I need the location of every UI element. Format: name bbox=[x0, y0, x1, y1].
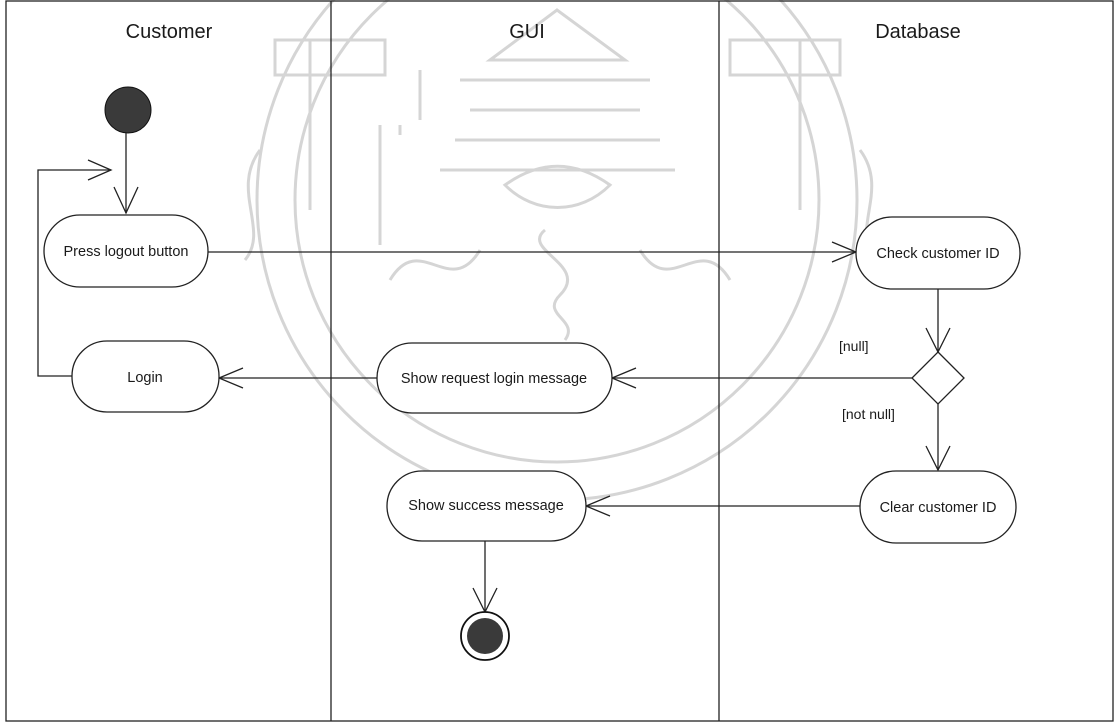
action-label: Check customer ID bbox=[876, 246, 999, 262]
action-label: Login bbox=[127, 370, 162, 386]
action-label: Press logout button bbox=[64, 244, 189, 260]
lane-title-gui: GUI bbox=[509, 21, 545, 43]
final-node bbox=[460, 611, 510, 661]
swimlane-frame bbox=[5, 0, 1114, 722]
action-press-logout-button: Press logout button bbox=[43, 214, 209, 288]
lane-title-database: Database bbox=[875, 21, 961, 43]
action-show-success-message: Show success message bbox=[386, 470, 587, 542]
action-check-customer-id: Check customer ID bbox=[855, 216, 1021, 290]
action-clear-customer-id: Clear customer ID bbox=[859, 470, 1017, 544]
guard-not-null: [not null] bbox=[842, 406, 895, 422]
decision-node bbox=[911, 351, 965, 405]
action-login: Login bbox=[71, 340, 220, 413]
action-label: Clear customer ID bbox=[880, 500, 997, 516]
lane-title-customer: Customer bbox=[126, 21, 213, 43]
initial-node bbox=[104, 86, 152, 134]
action-label: Show success message bbox=[408, 498, 564, 514]
seal-watermark bbox=[243, 0, 877, 502]
guard-null: [null] bbox=[839, 338, 869, 354]
action-label: Show request login message bbox=[401, 371, 587, 387]
action-show-request-login-message: Show request login message bbox=[376, 342, 613, 414]
